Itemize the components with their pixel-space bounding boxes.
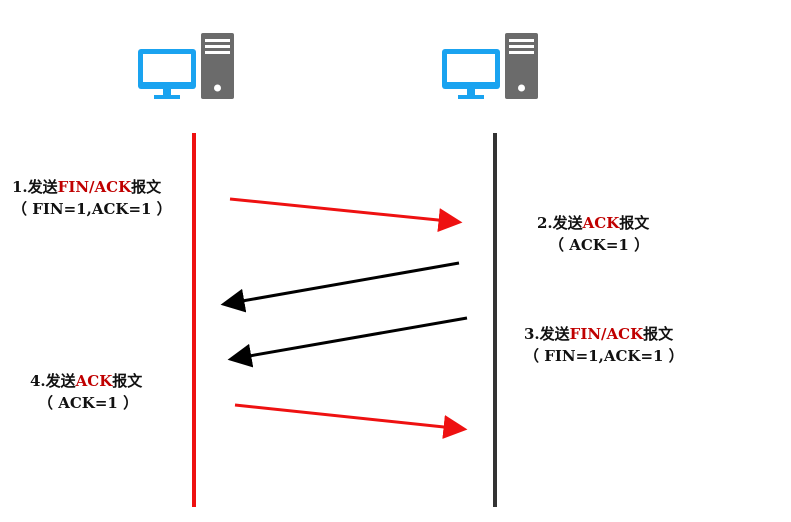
message-4-prefix: 4.发送 (30, 372, 76, 390)
message-2-label: 2.发送ACK报文 （ ACK=1 ） (537, 212, 649, 256)
message-4-label: 4.发送ACK报文 （ ACK=1 ） (30, 370, 142, 414)
message-3-highlight: FIN/ACK (569, 325, 644, 343)
arrow-fin-ack-1 (229, 197, 463, 232)
message-1-label: 1.发送FIN/ACK报文 （ FIN=1,ACK=1 ） (12, 176, 172, 220)
message-4-suffix: 报文 (112, 372, 143, 390)
message-3-suffix: 报文 (643, 325, 674, 343)
message-2-highlight: ACK (582, 214, 620, 232)
client-lifeline (192, 133, 196, 507)
server-lifeline (493, 133, 497, 507)
arrow-ack-2 (220, 261, 460, 313)
client-computer-icon (138, 33, 234, 99)
message-1-prefix: 1.发送 (12, 178, 58, 196)
message-3-label: 3.发送FIN/ACK报文 （ FIN=1,ACK=1 ） (524, 323, 684, 367)
message-1-suffix: 报文 (131, 178, 162, 196)
server-computer-icon (442, 33, 538, 99)
message-1-highlight: FIN/ACK (57, 178, 132, 196)
message-3-prefix: 3.发送 (524, 325, 570, 343)
message-1-title: 1.发送FIN/ACK报文 (12, 176, 172, 198)
message-4-highlight: ACK (75, 372, 113, 390)
message-4-detail: （ ACK=1 ） (38, 394, 139, 412)
message-2-suffix: 报文 (619, 214, 650, 232)
message-2-prefix: 2.发送 (537, 214, 583, 232)
message-1-detail: （ FIN=1,ACK=1 ） (12, 200, 172, 218)
message-2-title: 2.发送ACK报文 (537, 212, 649, 234)
arrow-ack-4 (234, 403, 468, 439)
message-3-title: 3.发送FIN/ACK报文 (524, 323, 684, 345)
message-4-title: 4.发送ACK报文 (30, 370, 142, 392)
message-2-detail: （ ACK=1 ） (549, 236, 650, 254)
message-3-detail: （ FIN=1,ACK=1 ） (524, 347, 684, 365)
arrow-fin-ack-3 (227, 316, 468, 368)
